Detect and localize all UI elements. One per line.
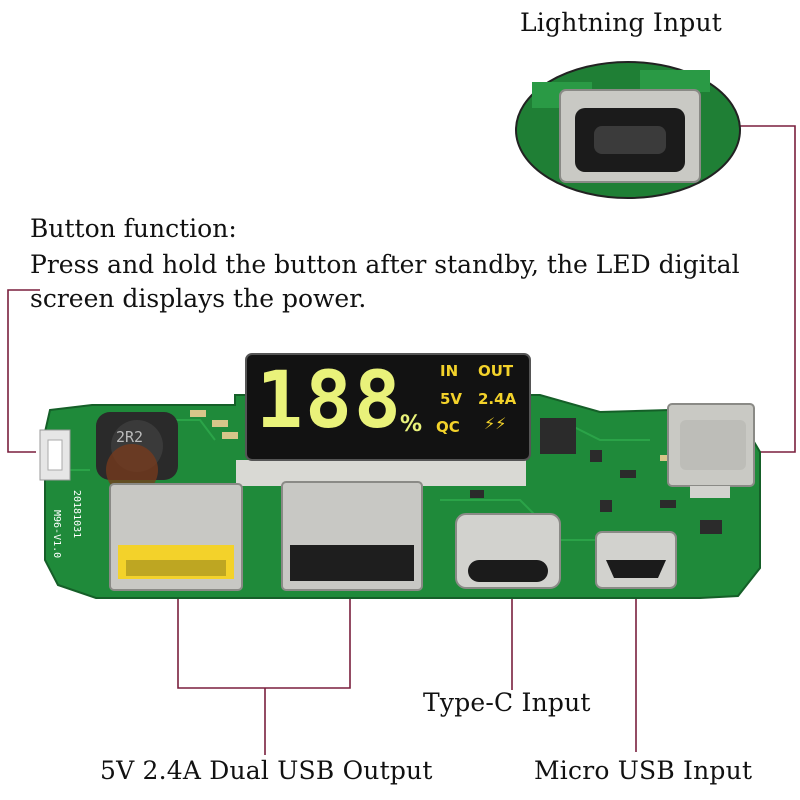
lightning-zoom-bubble [515, 61, 741, 199]
dual-usb-bracket-line [177, 582, 351, 689]
type-c-port [455, 513, 561, 589]
button-function-title: Button function: [30, 214, 237, 243]
display-out: OUT [478, 362, 514, 380]
version-marking: M96-V1.0 [51, 510, 62, 559]
button-function-line1: Press and hold the button after standby,… [30, 250, 740, 279]
callout-lines [7, 125, 796, 755]
inductor-marking: 2R2 [116, 428, 144, 446]
display-current: 2.4A [478, 390, 517, 408]
display-percent: % [400, 412, 423, 437]
led-display [236, 353, 531, 486]
usb-a-port-black [281, 481, 423, 591]
type-c-input-label: Type-C Input [423, 688, 591, 717]
lightning-port [667, 403, 755, 498]
date-marking: 20181031 [71, 490, 82, 539]
lightning-input-label: Lightning Input [520, 8, 723, 37]
usb-a-port-yellow [109, 483, 243, 591]
display-digits: 188 [256, 356, 403, 446]
display-flash-icon: ⚡⚡ [484, 414, 507, 433]
lightning-callout-line [716, 125, 796, 453]
button-callout-line [7, 289, 40, 453]
micro-usb-input-label: Micro USB Input [534, 756, 753, 785]
display-qc: QC [436, 418, 460, 436]
display-voltage: 5V [440, 390, 463, 408]
micro-usb-port [595, 531, 677, 589]
dual-usb-output-label: 5V 2.4A Dual USB Output [100, 756, 433, 785]
button-function-line2: screen displays the power. [30, 284, 367, 313]
side-button [39, 429, 71, 481]
display-in: IN [440, 362, 459, 380]
